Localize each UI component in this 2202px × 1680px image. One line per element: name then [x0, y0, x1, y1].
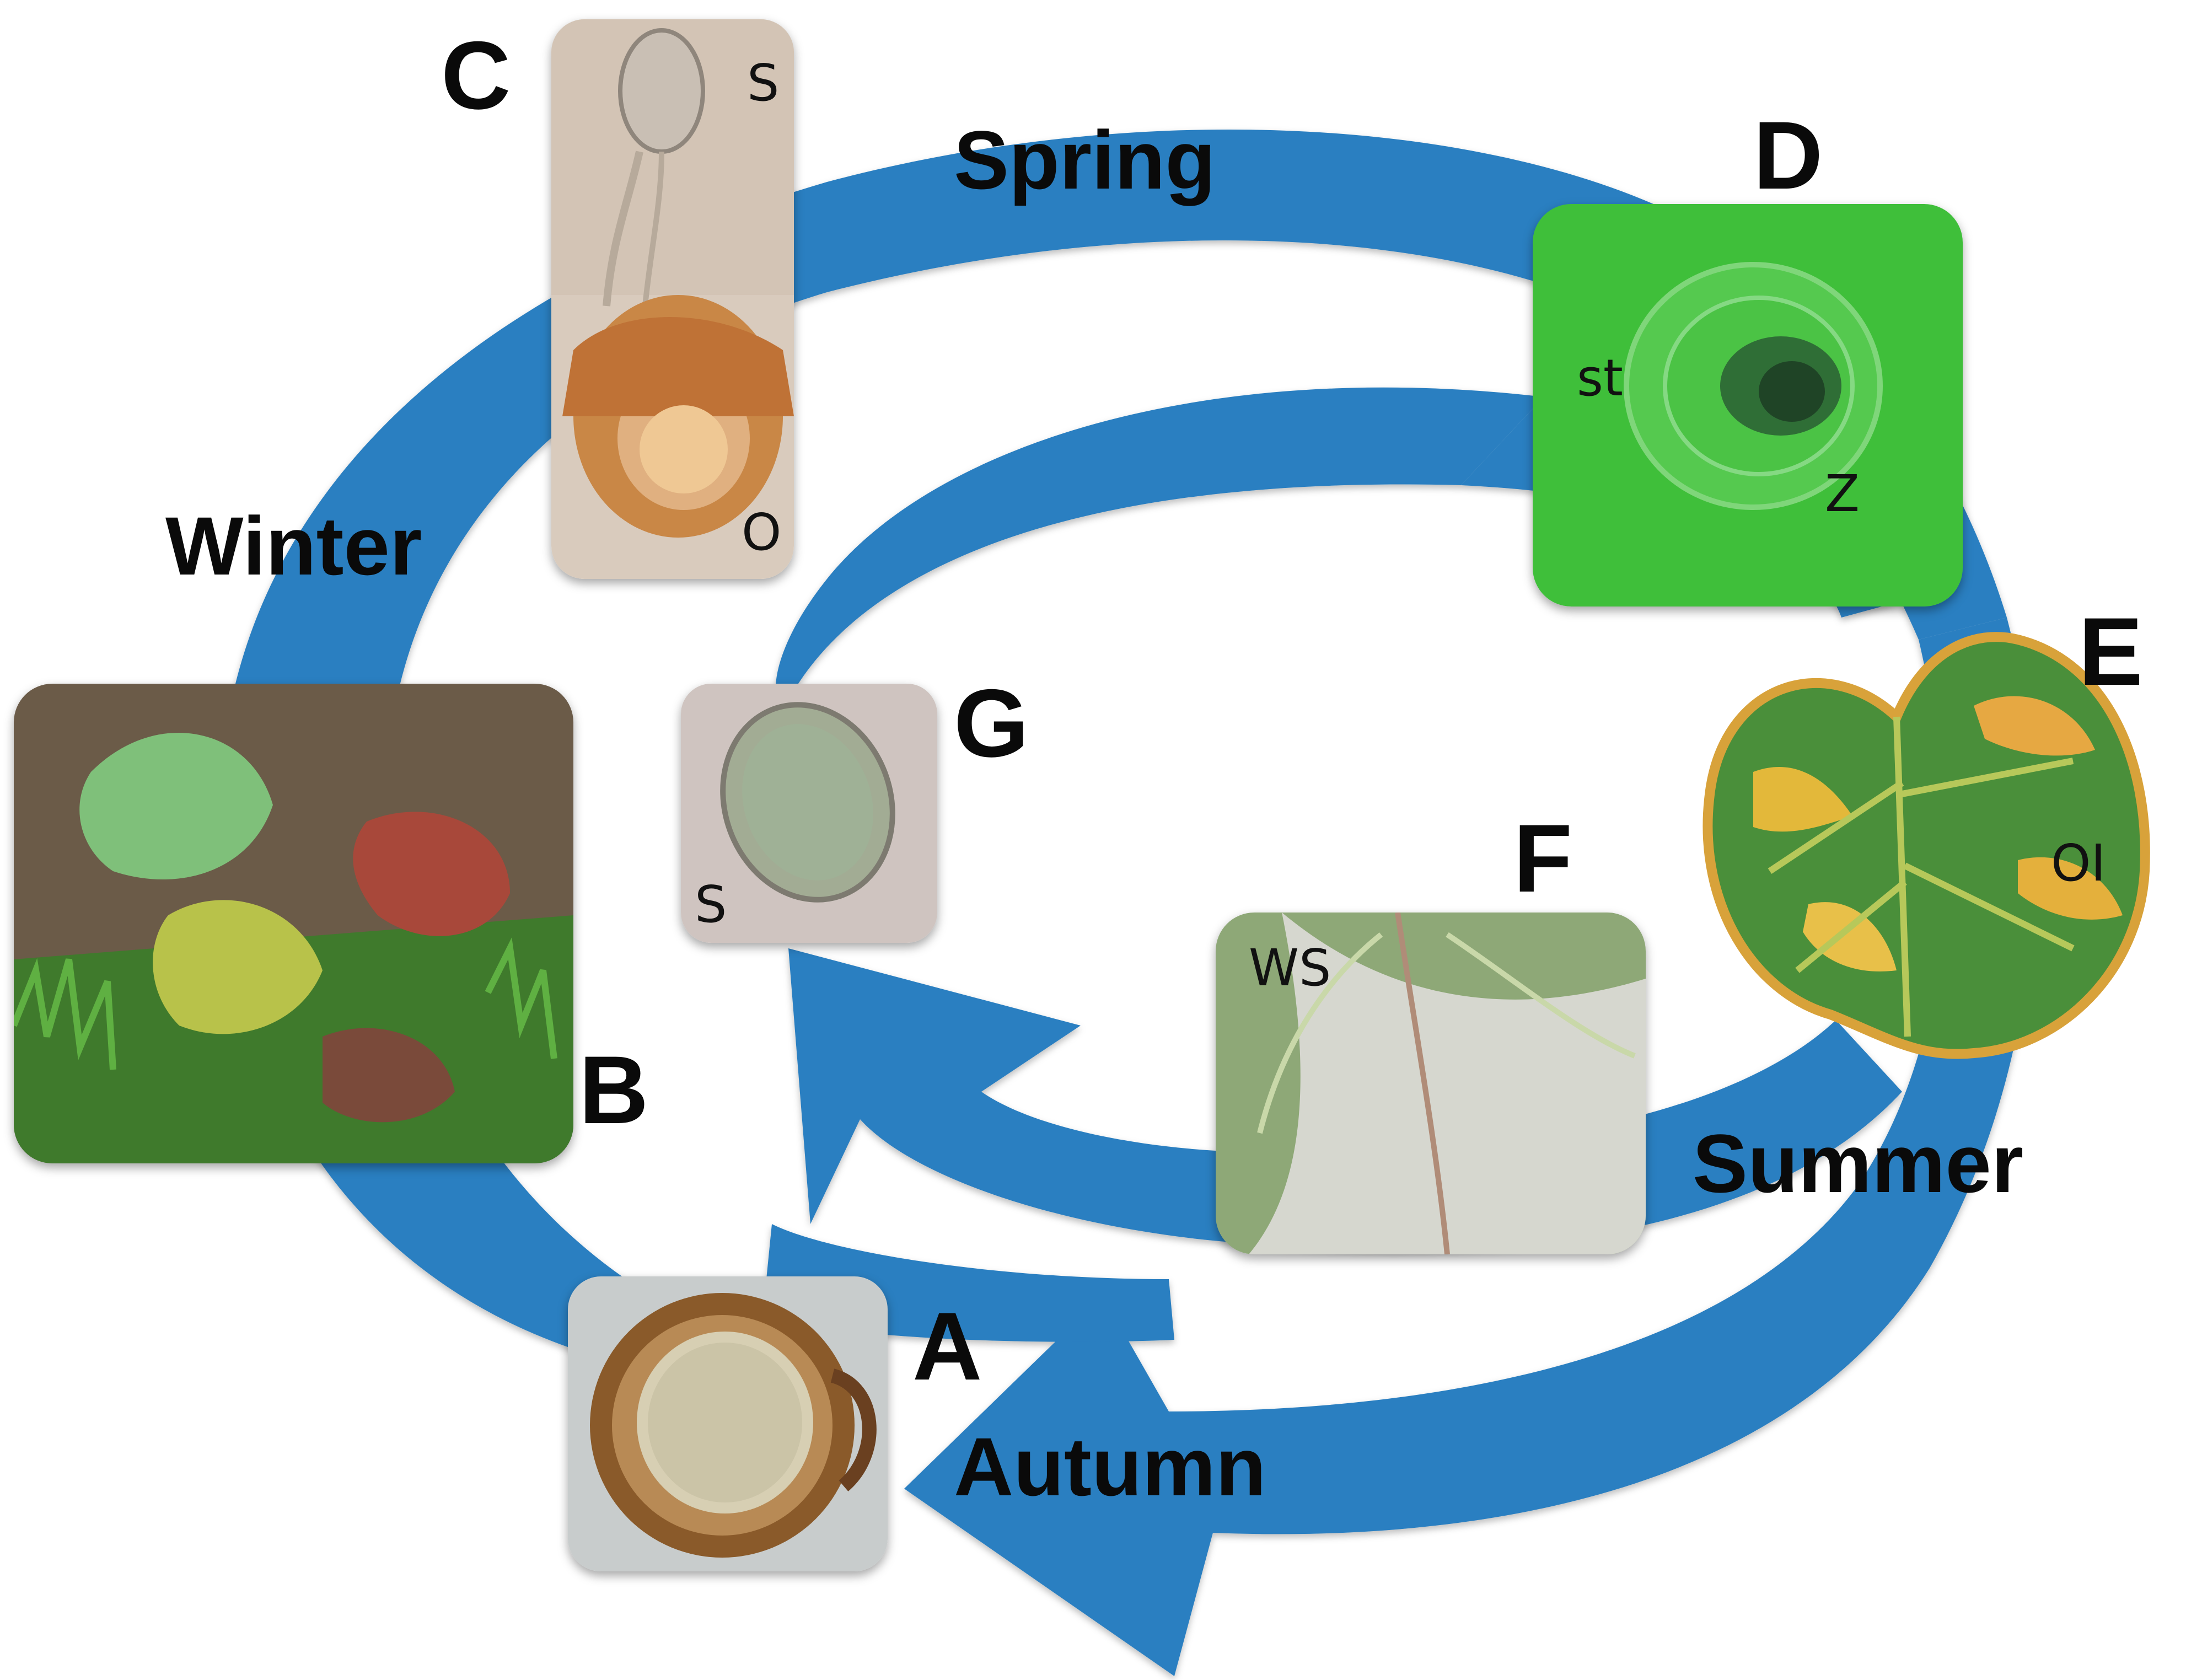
panel-b-leaf-litter [14, 684, 573, 1163]
season-label-spring: Spring [954, 114, 1216, 206]
panel-b-image [14, 684, 573, 1163]
panel-a-image [568, 1276, 888, 1571]
panel-c-top-label: S [747, 53, 780, 112]
panel-c-bottom-label: O [742, 503, 782, 562]
autumn-arrow [904, 618, 2036, 1676]
panel-f-label: WS [1249, 938, 1331, 997]
panel-b-letter: B [579, 1037, 649, 1144]
season-label-winter: Winter [165, 500, 422, 592]
panel-d-right-label: Z [1825, 464, 1860, 523]
panel-g-letter: G [954, 670, 1029, 777]
season-label-summer: Summer [1693, 1117, 2024, 1210]
panel-f-letter: F [1513, 805, 1572, 913]
panel-d-left-label: st [1577, 348, 1624, 407]
panel-c-letter: C [441, 22, 511, 130]
panel-d-image [1533, 204, 1963, 606]
panel-e-leaf: OI [1687, 618, 2156, 1064]
panel-d-letter: D [1753, 102, 1823, 210]
panel-e-letter: E [2079, 598, 2143, 706]
panel-f-leaf-underside: WS [1216, 913, 1646, 1254]
panel-g-micrograph: S [681, 684, 937, 943]
panel-d-micrograph: st Z [1533, 204, 1963, 606]
panel-c-micrograph: S O [551, 19, 794, 579]
panel-g-image [681, 684, 937, 943]
panel-e-image [1702, 632, 2150, 1059]
panel-a-oospore [568, 1276, 888, 1571]
panel-g-label: S [695, 875, 727, 934]
season-label-autumn: Autumn [954, 1420, 1266, 1513]
panel-f-image [1216, 913, 1646, 1254]
panel-e-label: OI [2051, 834, 2106, 893]
panel-a-letter: A [912, 1293, 982, 1400]
inner-arrow-d-to-g [776, 387, 1544, 704]
panel-c-image [551, 19, 794, 579]
outer-ring-arrow [219, 129, 2007, 1351]
